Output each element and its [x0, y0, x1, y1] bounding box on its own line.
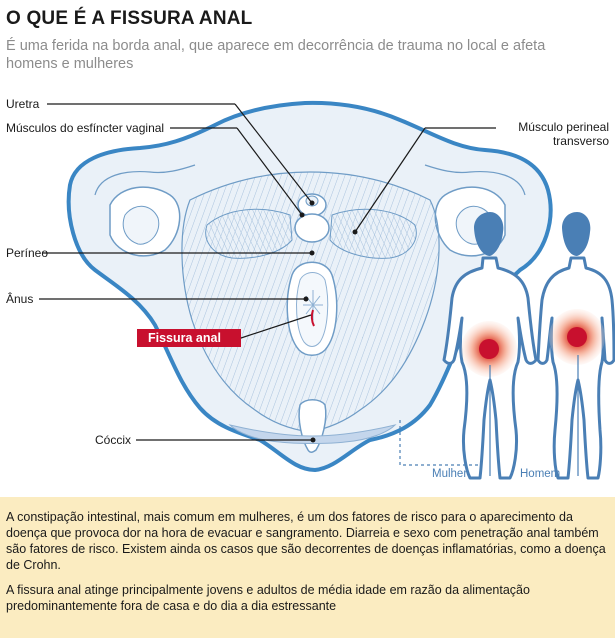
woman-figure: [442, 212, 538, 480]
anatomy-illustration: [39, 100, 615, 480]
page-subtitle: É uma ferida na borda anal, que aparece …: [6, 38, 546, 72]
man-figure: [536, 212, 615, 480]
transverse-perineal-muscle: [329, 208, 417, 259]
info-paragraph-1: A constipação intestinal, mais comum em …: [6, 510, 606, 572]
label-musculo-perineal-line1: Músculo perineal: [518, 120, 609, 134]
left-foramen: [122, 205, 160, 245]
label-musculo-perineal: Músculo perineal transverso: [518, 120, 609, 148]
page-title: O QUE É A FISSURA ANAL: [6, 8, 253, 29]
vaginal-sphincter-shape: [294, 213, 330, 243]
dashed-connector: [399, 420, 480, 466]
coccyx-base: [228, 424, 397, 444]
label-perineo: Períneo: [6, 246, 49, 260]
leader-lines: [39, 103, 496, 441]
label-fissura-anal: Fissura anal: [137, 329, 241, 347]
label-coccix: Cóccix: [95, 433, 132, 447]
label-homem: Homem: [520, 468, 561, 480]
label-mulher: Mulher: [432, 468, 468, 480]
transverse-perineal-muscle-left: [205, 208, 293, 259]
info-box: A constipação intestinal, mais comum em …: [0, 497, 615, 638]
fissure-mark: [310, 309, 315, 327]
label-uretra: Uretra: [6, 97, 40, 111]
info-paragraph-2: A fissura anal atinge principalmente jov…: [6, 583, 530, 613]
label-anus: Ânus: [6, 292, 34, 306]
label-musculo-perineal-line2: transverso: [552, 134, 609, 148]
label-musculos-esfincter: Músculos do esfíncter vaginal: [6, 121, 165, 135]
